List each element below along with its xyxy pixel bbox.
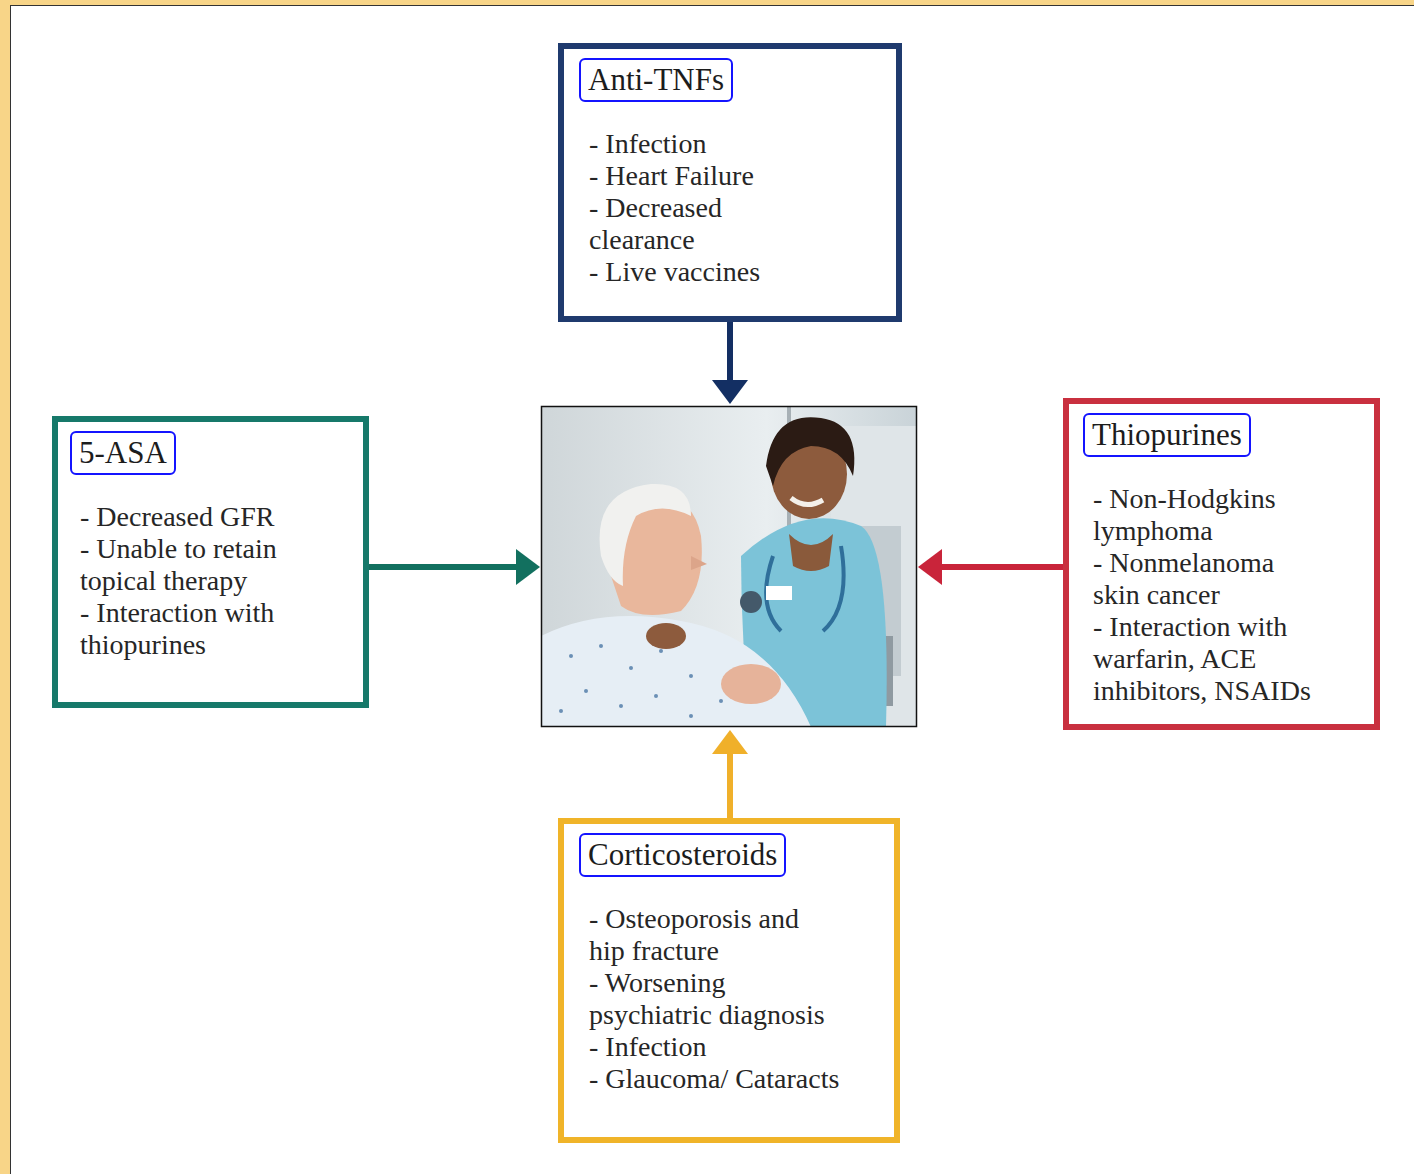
risk-item: - Unable to retain topical therapy bbox=[80, 533, 320, 597]
risk-item: - Interaction with warfarin, ACE inhibit… bbox=[1093, 611, 1321, 707]
drug-box: Corticosteroids - Osteoporosis and hip fr… bbox=[558, 818, 900, 1143]
photo bbox=[541, 406, 917, 727]
risk-item: - Glaucoma/ Cataracts bbox=[589, 1063, 841, 1095]
risk-item: - Osteoporosis and hip fracture bbox=[589, 903, 841, 967]
heading-box: 5-ASA bbox=[70, 431, 176, 475]
drug-class-heading: 5-ASA bbox=[79, 433, 167, 473]
drug-box: Thiopurines - Non-Hodgkins lymphoma- Nonm… bbox=[1063, 398, 1380, 730]
drug-class-heading: Corticosteroids bbox=[588, 835, 777, 875]
heading-box: Anti-TNFs bbox=[579, 58, 733, 102]
risk-item: - Infection bbox=[589, 1031, 841, 1063]
risk-item: - Nonmelanoma skin cancer bbox=[1093, 547, 1321, 611]
arrow-line bbox=[727, 752, 733, 818]
drug-box: 5-ASA - Decreased GFR- Unable to retain t… bbox=[52, 416, 369, 708]
heading-box: Thiopurines bbox=[1083, 413, 1251, 457]
arrow-line bbox=[727, 322, 733, 382]
heading-slot: Anti-TNFs bbox=[579, 58, 886, 102]
arrows bbox=[368, 322, 1063, 818]
risk-item: - Interaction with thiopurines bbox=[80, 597, 320, 661]
arrow-line bbox=[368, 564, 518, 570]
risk-item: - Infection bbox=[589, 128, 794, 160]
risk-item: - Live vaccines bbox=[589, 256, 794, 288]
drug-box: Anti-TNFs - Infection- Heart Failure- Dec… bbox=[558, 43, 902, 322]
risk-item: - Worsening psychiatric diagnosis bbox=[589, 967, 841, 1031]
heading-slot: Thiopurines bbox=[1083, 413, 1364, 457]
heading-slot: Corticosteroids bbox=[579, 833, 884, 877]
drug-class-heading: Anti-TNFs bbox=[588, 60, 724, 100]
drug-class-heading: Thiopurines bbox=[1092, 415, 1242, 455]
arrow-head bbox=[516, 549, 540, 585]
arrow-head bbox=[712, 380, 748, 404]
arrow-head bbox=[918, 549, 942, 585]
heading-box: Corticosteroids bbox=[579, 833, 786, 877]
arrow-line bbox=[940, 564, 1063, 570]
risk-item: - Non-Hodgkins lymphoma bbox=[1093, 483, 1321, 547]
risk-item: - Heart Failure bbox=[589, 160, 794, 192]
heading-slot: 5-ASA bbox=[70, 431, 353, 475]
arrow-head bbox=[712, 730, 748, 754]
risk-item: - Decreased GFR bbox=[80, 501, 320, 533]
risk-item: - Decreased clearance bbox=[589, 192, 794, 256]
